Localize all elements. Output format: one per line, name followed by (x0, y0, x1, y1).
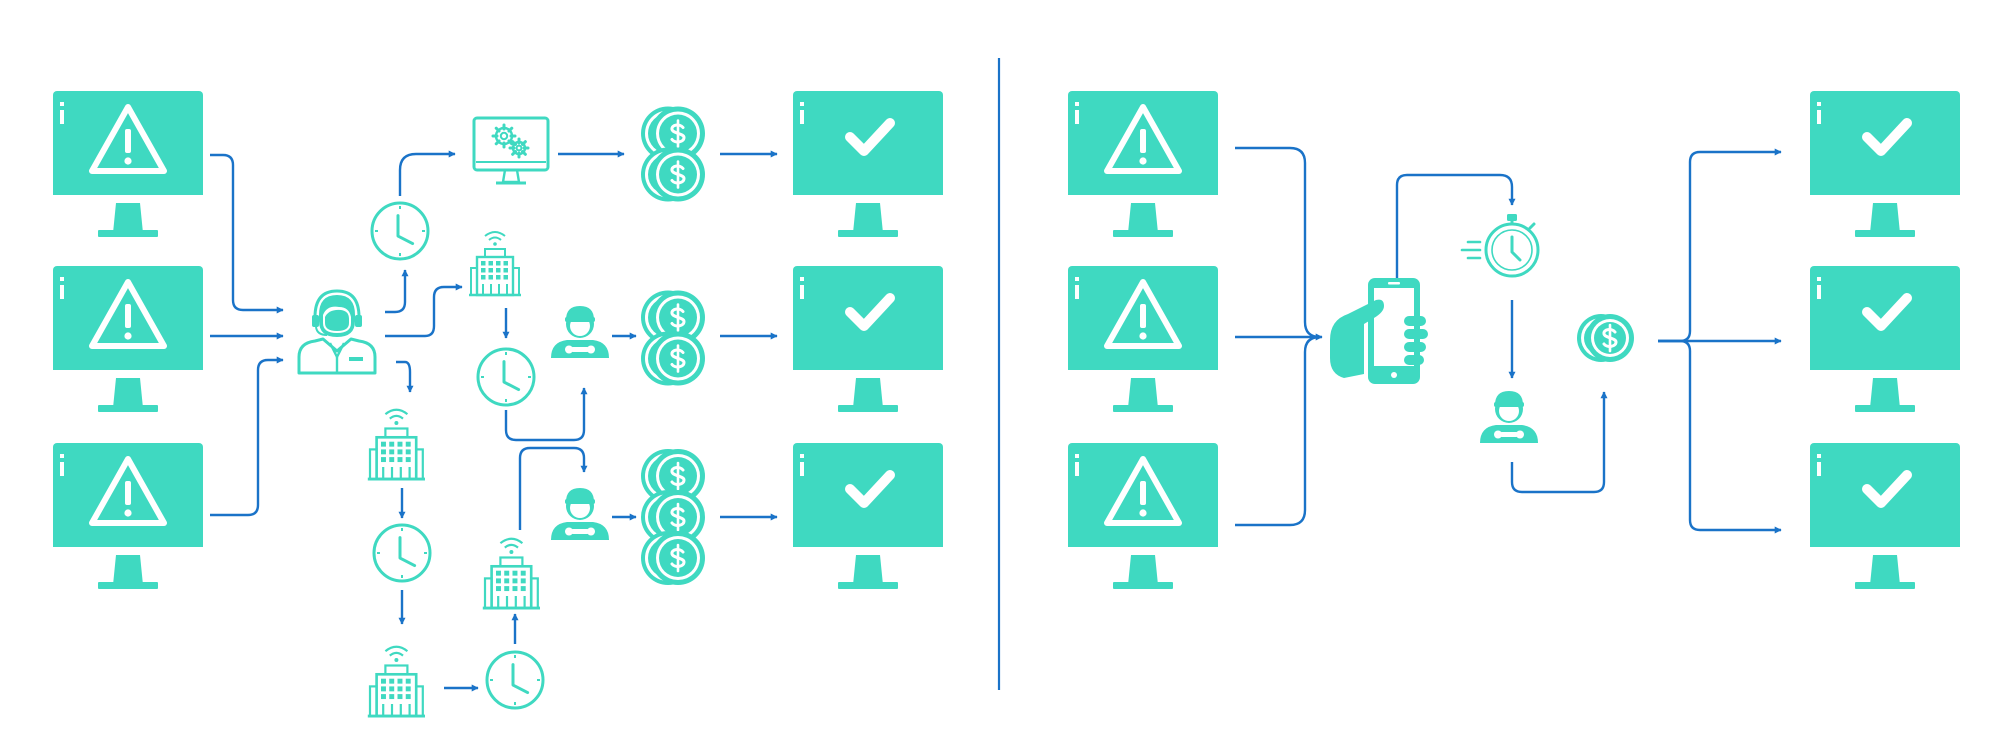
dollar-coins-icon (641, 106, 705, 202)
resolved-monitor-icon (793, 91, 943, 237)
stopwatch-icon (1460, 214, 1540, 278)
resolved-monitor-icon (1810, 443, 1960, 589)
clock-icon (476, 347, 536, 407)
settings-monitor-icon (472, 116, 550, 185)
clock-icon (370, 201, 430, 261)
resolved-monitor-icon (793, 443, 943, 589)
right-alert-1-to-phone (1235, 146, 1321, 339)
office-building-icon (482, 537, 541, 610)
alert-to-agent-1 (210, 153, 284, 314)
office-building-icon (367, 645, 426, 718)
technician-to-coin (1510, 391, 1608, 494)
dollar-coins-icon (641, 290, 705, 386)
technician-icon (551, 306, 609, 358)
clock-icon (485, 650, 545, 710)
clock-icon (372, 523, 432, 583)
coin-to-resolved-1 (1658, 148, 1782, 343)
office-building-icon (367, 408, 426, 481)
flow-connectors (210, 146, 1782, 692)
hand-smartphone-icon (1330, 278, 1428, 384)
technician-icon (1480, 391, 1538, 443)
right-alert-3-to-phone (1235, 335, 1321, 527)
technician-icon (551, 488, 609, 540)
office-building-icon (469, 231, 521, 297)
agent-to-building (385, 283, 463, 338)
resolved-monitor-icon (1810, 266, 1960, 412)
clock-to-technician (504, 387, 588, 442)
alert-monitor-icon (1068, 91, 1218, 237)
agent-to-clock (385, 269, 409, 314)
clock-to-settings (398, 150, 456, 196)
alert-to-agent-3 (210, 356, 284, 517)
icon-layer (53, 91, 1960, 718)
building-to-technician-2 (518, 446, 588, 530)
resolved-monitor-icon (1810, 91, 1960, 237)
alert-monitor-icon (53, 266, 203, 412)
agent-to-building-2 (396, 360, 414, 393)
resolved-monitor-icon (793, 266, 943, 412)
dollar-coins-icon (641, 449, 705, 585)
support-agent-icon (297, 289, 377, 375)
alert-monitor-icon (1068, 443, 1218, 589)
alert-monitor-icon (1068, 266, 1218, 412)
alert-monitor-icon (53, 443, 203, 589)
phone-to-stopwatch (1395, 173, 1516, 278)
coin-to-resolved-3 (1658, 339, 1782, 534)
alert-monitor-icon (53, 91, 203, 237)
dollar-coins-icon (1577, 314, 1634, 362)
